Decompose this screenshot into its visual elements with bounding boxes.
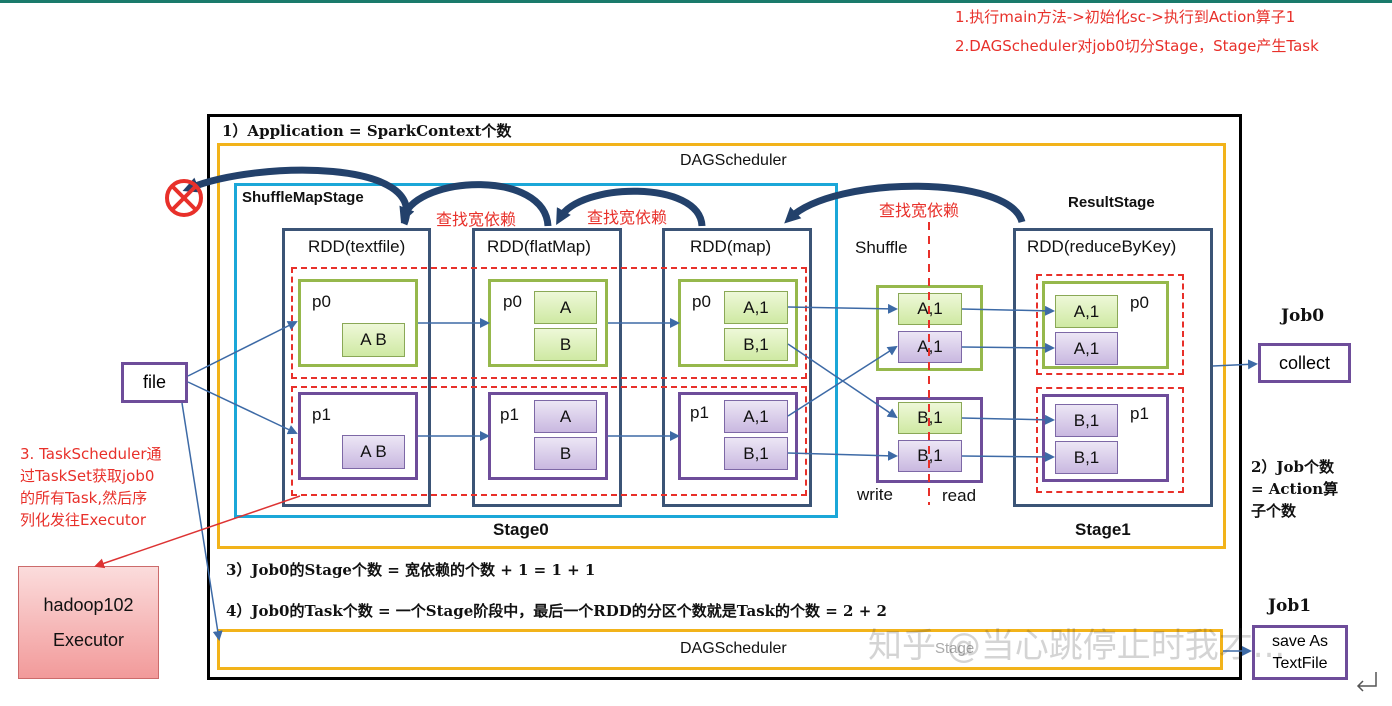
arrow-taskscheduler-to-executor: [94, 495, 301, 569]
job0-label: Job0: [1281, 306, 1325, 326]
job-count-line-1: 2）Job个数: [1251, 458, 1335, 476]
result-partition-group-p1: [1036, 387, 1184, 493]
arrow-shuffle-a-reduce-1: [961, 305, 1055, 316]
arrow-map-b1-to-shuffle-b: [787, 450, 898, 461]
dep-arrow-textfile-to-none: [182, 166, 411, 226]
application-label: 1）Application = SparkContext个数: [222, 122, 512, 140]
stage0-label: Stage0: [493, 520, 549, 539]
flatmap-p0-label: p0: [503, 292, 522, 311]
arrow-shuffle-a-reduce-2: [961, 342, 1055, 353]
textfile-p0-label: p0: [312, 292, 331, 311]
rdd-map-title: RDD(map): [690, 237, 772, 256]
reducebykey-p1-cell-2: B,1: [1055, 441, 1118, 474]
map-p1-label: p1: [690, 403, 709, 422]
reducebykey-p1-label: p1: [1130, 404, 1149, 423]
save-as-line-1: save As: [1271, 632, 1329, 650]
arrow-map-a-to-shuffle-a: [787, 303, 898, 314]
task-scheduler-note: 3. TaskScheduler通 过TaskSet获取job0 的所有Task…: [20, 443, 162, 531]
reducebykey-p0-cell-2: A,1: [1055, 332, 1118, 365]
map-p0-cell-a1: A,1: [724, 291, 788, 324]
find-wide-dep-label-1: 查找宽依赖: [436, 210, 517, 229]
shuffle-map-stage-title: ShuffleMapStage: [242, 189, 364, 206]
watermark: 知乎 @当心跳停止时我才...: [868, 626, 1286, 666]
rdd-textfile-title: RDD(textfile): [308, 237, 406, 256]
map-p1-cell-b1: B,1: [724, 437, 788, 470]
file-source: file: [121, 362, 188, 403]
job1-label: Job1: [1268, 596, 1312, 616]
stage1-label: Stage1: [1075, 520, 1131, 539]
rdd-reducebykey-title: RDD(reduceByKey): [1027, 237, 1177, 256]
task-scheduler-note-line-4: 列化发往Executor: [20, 511, 147, 529]
arrow-file-to-textfile-p1: [187, 381, 298, 435]
no-entry-icon: [165, 179, 203, 217]
dag-scheduler-frame: [217, 143, 1226, 549]
flatmap-p0-cell-a: A: [534, 291, 597, 324]
executor-name: Executor: [52, 629, 125, 650]
return-icon: [1356, 672, 1377, 692]
map-p0-label: p0: [692, 292, 711, 311]
arrow-file-to-textfile-p0: [187, 321, 298, 377]
flatmap-p0-cell-b: B: [534, 328, 597, 361]
arrow-reduce-to-collect: [1212, 359, 1258, 370]
task-count-note: 4）Job0的Task个数 = 一个Stage阶段中，最后一个RDD的分区个数就…: [226, 602, 887, 620]
bottom-faded-text: Stage: [935, 640, 975, 657]
arrow-file-to-job1: [181, 402, 223, 641]
job-count-line-2: = Action算: [1251, 480, 1339, 498]
executor-host: hadoop102: [43, 594, 134, 615]
rdd-flatmap-title: RDD(flatMap): [487, 237, 591, 256]
result-stage-title: ResultStage: [1068, 194, 1155, 211]
shuffle-write-label: write: [857, 485, 893, 504]
note-step-2: 2.DAGScheduler对job0切分Stage，Stage产生Task: [955, 37, 1319, 55]
arrow-shuffle-b-reduce-2: [961, 451, 1055, 462]
result-partition-group-p0: [1036, 274, 1184, 375]
textfile-p1-label: p1: [312, 405, 331, 424]
reducebykey-p0-label: p0: [1130, 293, 1149, 312]
shuffle-read-label: read: [942, 486, 977, 505]
application-frame: [207, 114, 1242, 680]
arrow-shuffle-b-reduce-1: [961, 414, 1055, 425]
dag-scheduler-title-job1: DAGScheduler: [680, 640, 787, 657]
reducebykey-p1-cell-1: B,1: [1055, 404, 1118, 437]
task-scheduler-note-line-3: 的所有Task,然后序: [20, 489, 148, 507]
note-step-1: 1.执行main方法->初始化sc->执行到Action算子1: [955, 8, 1296, 26]
arrow-map-b-to-shuffle-b: [787, 343, 898, 419]
shuffle-map-stage-frame: [234, 183, 838, 518]
textfile-p1-cell: A B: [342, 435, 405, 469]
shuffle-cell-b1-bottom: B,1: [898, 440, 962, 472]
dep-arrow-reduce-to-map: [784, 182, 1026, 224]
find-wide-dep-label-3: 查找宽依赖: [879, 201, 960, 220]
flatmap-p1-cell-b: B: [534, 437, 597, 470]
map-p1-cell-a1: A,1: [724, 400, 788, 433]
textfile-p0-cell: A B: [342, 323, 405, 357]
stage-count-note: 3）Job0的Stage个数 = 宽依赖的个数 + 1 = 1 + 1: [226, 561, 596, 579]
flatmap-p1-label: p1: [500, 405, 519, 424]
dag-scheduler-title: DAGScheduler: [680, 152, 787, 169]
partition-group-p1: [291, 386, 807, 496]
top-accent-bar: [0, 0, 1392, 3]
dep-arrow-map-to-flatmap: [556, 187, 706, 227]
task-scheduler-note-line-1: 3. TaskScheduler通: [20, 445, 162, 463]
find-wide-dep-label-2: 查找宽依赖: [587, 208, 668, 227]
save-as-textfile-action: save As TextFile: [1252, 625, 1348, 680]
shuffle-label: Shuffle: [855, 238, 908, 257]
executor-node: hadoop102 Executor: [18, 566, 159, 679]
collect-action: collect: [1258, 343, 1351, 383]
reducebykey-p0-cell-1: A,1: [1055, 295, 1118, 328]
task-scheduler-note-line-2: 过TaskSet获取job0: [20, 467, 155, 485]
arrow-map-a1-to-shuffle-a: [787, 345, 898, 417]
flatmap-p1-cell-a: A: [534, 400, 597, 433]
dag-scheduler-frame-job1: [217, 629, 1223, 670]
save-as-line-2: TextFile: [1272, 654, 1328, 672]
dep-arrow-flatmap-to-textfile: [399, 181, 552, 227]
map-p0-cell-b1: B,1: [724, 328, 788, 361]
job-count-line-3: 子个数: [1251, 502, 1297, 520]
